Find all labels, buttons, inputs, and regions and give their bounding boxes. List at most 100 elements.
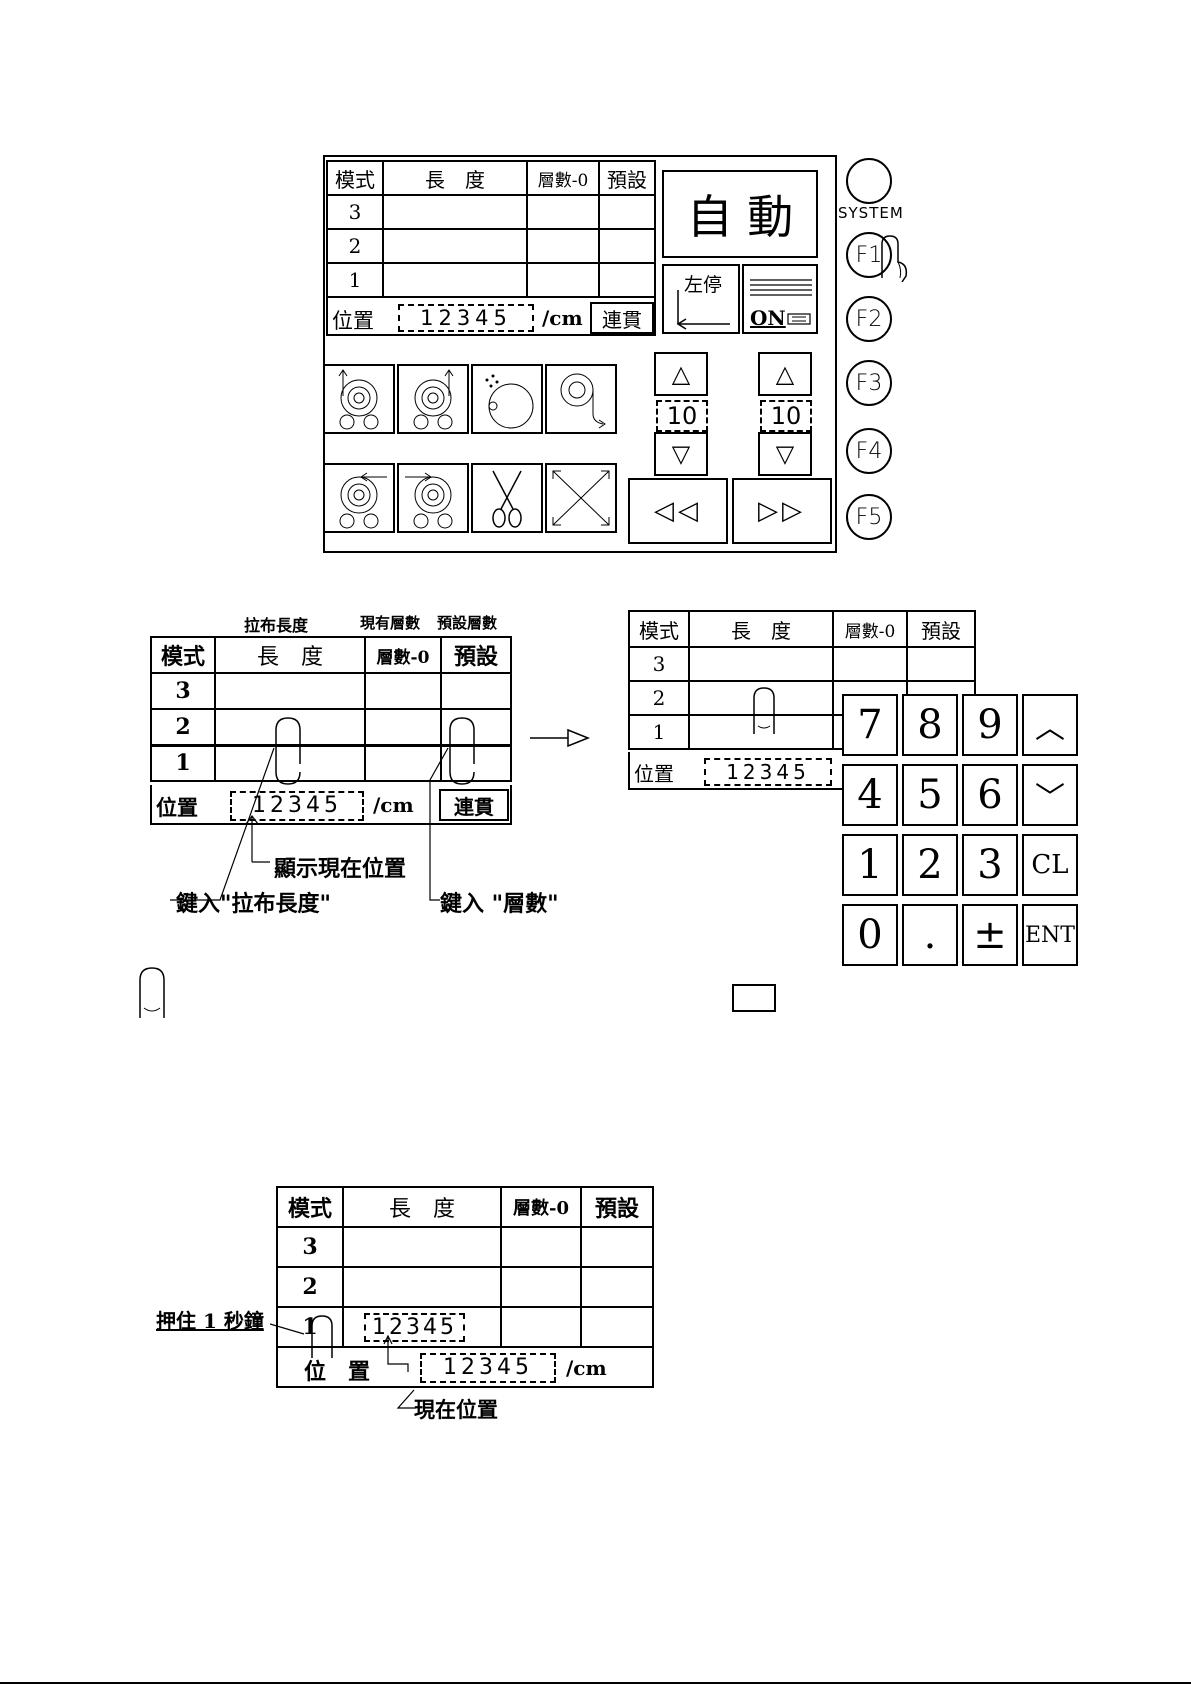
cell-preset-3[interactable] <box>598 194 656 230</box>
key-1[interactable]: 1 <box>842 834 898 896</box>
key-6[interactable]: 6 <box>962 764 1018 826</box>
cell-length-1[interactable]: 12345 <box>342 1306 502 1348</box>
cell-layers-2[interactable] <box>526 228 600 264</box>
position-label: 位置 <box>156 795 198 820</box>
key-7-label: 7 <box>857 702 883 748</box>
cell-length-3[interactable] <box>214 672 366 710</box>
cell-preset-3[interactable] <box>440 672 512 710</box>
key-plus-minus[interactable]: ± <box>962 904 1018 966</box>
forward-roll-button[interactable] <box>397 463 469 533</box>
cell-length-1[interactable] <box>214 743 366 782</box>
forward-button[interactable]: ▷▷ <box>732 478 832 544</box>
key-enter-label: ENT <box>1025 922 1075 948</box>
key-5[interactable]: 5 <box>902 764 958 826</box>
cell-preset-1[interactable] <box>440 743 512 782</box>
key-4[interactable]: 4 <box>842 764 898 826</box>
cell-preset-2[interactable] <box>598 228 656 264</box>
key-legend-box <box>732 984 776 1012</box>
key-7[interactable]: 7 <box>842 694 898 756</box>
rewind-roll-left-button[interactable] <box>323 463 395 533</box>
cell-length-1[interactable] <box>688 714 834 750</box>
cell-preset-3[interactable] <box>906 646 976 682</box>
row-mode-1[interactable]: 1 <box>628 714 690 750</box>
lift-roll-left-button[interactable] <box>323 364 395 434</box>
key-3[interactable]: 3 <box>962 834 1018 896</box>
cell-length-3[interactable] <box>342 1226 502 1268</box>
header-length: 長 度 <box>688 610 834 648</box>
continuous-button[interactable]: 連貫 <box>439 789 509 821</box>
auto-mode-display[interactable]: 自 動 <box>662 170 818 258</box>
spray-button[interactable] <box>471 364 543 434</box>
cell-layers-3[interactable] <box>500 1226 582 1268</box>
row-mode-3[interactable]: 3 <box>628 646 690 682</box>
cell-preset-1[interactable] <box>598 262 656 298</box>
chevron-up-icon: ︿ <box>1035 711 1065 746</box>
key-clear[interactable]: CL <box>1022 834 1078 896</box>
cell-layers-1[interactable] <box>526 262 600 298</box>
f2-button[interactable]: F2 <box>846 296 892 342</box>
unroll-button[interactable] <box>545 364 617 434</box>
position-label: 位 置 <box>304 1359 371 1385</box>
key-0[interactable]: 0 <box>842 904 898 966</box>
cell-preset-2[interactable] <box>440 708 512 746</box>
on-toggle-button[interactable]: ON <box>742 264 818 334</box>
rewind-icon: ◁◁ <box>654 496 702 526</box>
row-mode-2[interactable]: 2 <box>628 680 690 716</box>
header-preset: 預設 <box>598 160 656 196</box>
key-decimal[interactable]: . <box>902 904 958 966</box>
row-mode-2[interactable]: 2 <box>326 228 384 264</box>
cell-preset-1[interactable] <box>580 1306 654 1348</box>
system-button[interactable] <box>846 158 892 204</box>
row-mode-3[interactable]: 3 <box>150 672 216 710</box>
cell-length-3[interactable] <box>382 194 528 230</box>
position-display: 12345 <box>704 758 832 786</box>
unit-label: /cm <box>542 306 583 330</box>
key-up[interactable]: ︿ <box>1022 694 1078 756</box>
cell-length-2[interactable] <box>382 228 528 264</box>
scissors-icon <box>492 470 522 528</box>
triangle-down-icon: ▽ <box>775 440 795 468</box>
counter-left-down-button[interactable]: ▽ <box>654 432 708 476</box>
cell-preset-2[interactable] <box>580 1266 654 1308</box>
cell-length-2[interactable] <box>688 680 834 716</box>
key-2[interactable]: 2 <box>902 834 958 896</box>
row-mode-2[interactable]: 2 <box>150 708 216 746</box>
cell-length-1[interactable] <box>382 262 528 298</box>
cell-layers-3[interactable] <box>526 194 600 230</box>
cell-length-2[interactable] <box>342 1266 502 1308</box>
cell-length-3[interactable] <box>688 646 834 682</box>
cell-layers-1[interactable] <box>500 1306 582 1348</box>
expand-button[interactable] <box>545 463 617 533</box>
key-enter[interactable]: ENT <box>1022 904 1078 966</box>
f1-button[interactable]: F1 <box>846 232 892 278</box>
left-stop-button[interactable]: 左停 <box>662 264 740 334</box>
row-mode-3[interactable]: 3 <box>326 194 384 230</box>
triangle-up-icon: △ <box>671 360 691 388</box>
cell-layers-2[interactable] <box>364 708 442 746</box>
row-mode-3[interactable]: 3 <box>276 1226 344 1268</box>
cell-layers-2[interactable] <box>500 1266 582 1308</box>
counter-left-up-button[interactable]: △ <box>654 352 708 396</box>
cell-layers-3[interactable] <box>832 646 908 682</box>
counter-right-down-button[interactable]: ▽ <box>758 432 812 476</box>
key-9[interactable]: 9 <box>962 694 1018 756</box>
triangle-up-icon: △ <box>775 360 795 388</box>
system-label: SYSTEM <box>838 204 904 222</box>
row-mode-2[interactable]: 2 <box>276 1266 344 1308</box>
cut-button[interactable] <box>471 463 543 533</box>
key-down[interactable]: ﹀ <box>1022 764 1078 826</box>
continuous-button[interactable]: 連貫 <box>590 302 654 334</box>
cell-preset-3[interactable] <box>580 1226 654 1268</box>
f3-button[interactable]: F3 <box>846 360 892 406</box>
cell-length-2[interactable] <box>214 708 366 746</box>
cell-layers-3[interactable] <box>364 672 442 710</box>
rewind-button[interactable]: ◁◁ <box>628 478 728 544</box>
row-mode-1[interactable]: 1 <box>326 262 384 298</box>
counter-right-up-button[interactable]: △ <box>758 352 812 396</box>
lift-roll-right-button[interactable] <box>397 364 469 434</box>
key-clear-label: CL <box>1031 850 1069 880</box>
f4-button[interactable]: F4 <box>846 428 892 474</box>
key-8[interactable]: 8 <box>902 694 958 756</box>
row-mode-1[interactable]: 1 <box>150 743 216 782</box>
f5-button[interactable]: F5 <box>846 494 892 540</box>
